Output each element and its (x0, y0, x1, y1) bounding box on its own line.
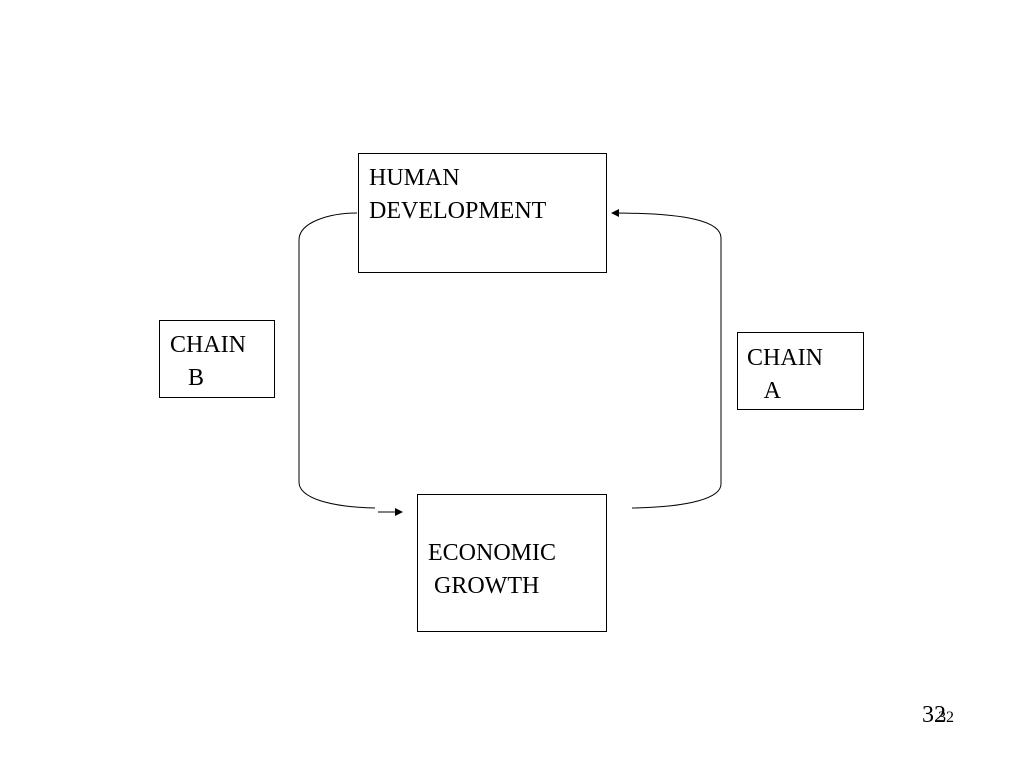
chain-b-box: CHAIN B (159, 320, 275, 398)
chain-b-curve (298, 212, 376, 509)
chain-b-line2: B (170, 365, 205, 391)
chain-a-line2: A (747, 378, 782, 404)
economic-growth-line1: ECONOMIC (428, 540, 557, 566)
slide-number-overlay: 32 (938, 709, 954, 726)
human-development-line2: DEVELOPMENT (369, 198, 547, 224)
human-development-box: HUMAN DEVELOPMENT (358, 153, 607, 273)
chain-a-line1: CHAIN (747, 345, 823, 371)
human-development-line1: HUMAN (369, 165, 460, 191)
chain-b-line1: CHAIN (170, 332, 246, 358)
economic-growth-box: ECONOMIC GROWTH (417, 494, 607, 632)
slide-number-primary: 32 (922, 702, 946, 728)
chain-a-box: CHAIN A (737, 332, 864, 410)
economic-growth-line2: GROWTH (428, 573, 540, 599)
chain-a-curve (611, 209, 722, 509)
slide-number: 3232 (922, 700, 954, 733)
